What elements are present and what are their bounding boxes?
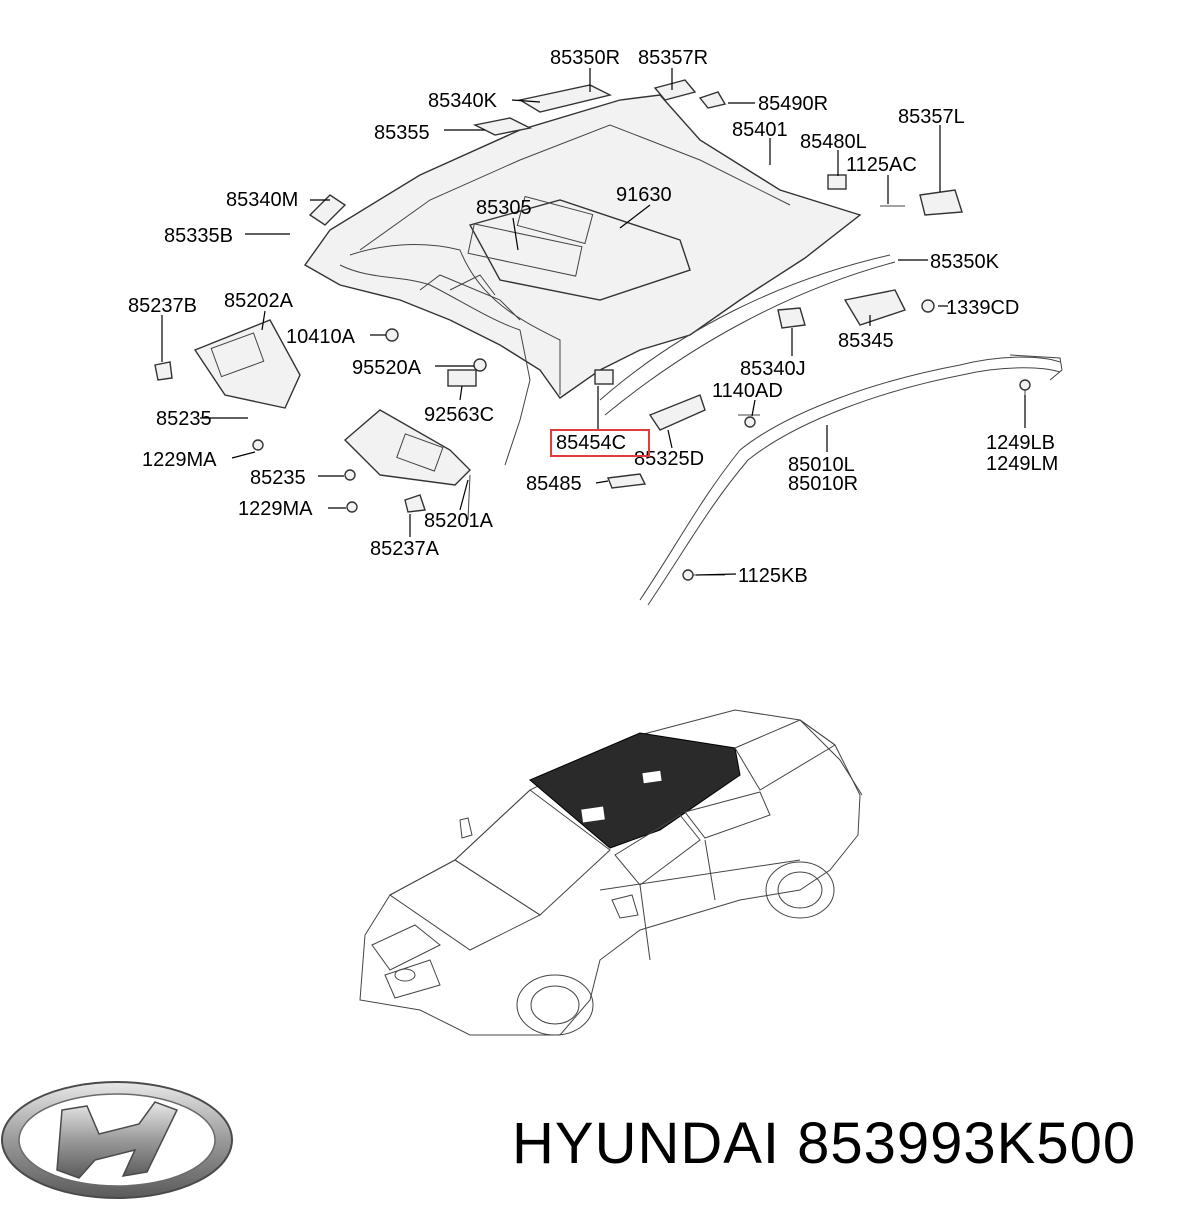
part-label-1125KB: 1125KB [738,565,808,587]
part-label-85480L: 85480L [800,131,867,153]
part-label-1249LB: 1249LB [986,432,1055,454]
part-label-85490R: 85490R [758,93,828,115]
part-label-85454C: 85454C [556,432,626,454]
headliner-drawing [303,94,862,466]
part-label-85401: 85401 [732,119,788,141]
part-label-85345: 85345 [838,330,894,352]
part-label-85010L: 85010L [788,454,855,476]
part-label-85357L: 85357L [898,106,965,128]
part-label-1229MA-upper: 1229MA [142,449,217,471]
part-label-85335B: 85335B [164,225,233,247]
part-label-85340M: 85340M [226,189,298,211]
sun-visor-front-drawing [154,319,301,409]
part-label-85350R: 85350R [550,47,620,69]
dome-light-rear [653,79,697,101]
part-label-85237B: 85237B [128,295,197,317]
side-trim-drawing [594,254,906,489]
part-label-85201A: 85201A [424,510,494,532]
leader-lines [161,68,1026,576]
part-label-85340J: 85340J [740,358,806,380]
brand-part-number: HYUNDAI 853993K500 [512,1111,1137,1176]
part-label-85357R: 85357R [638,47,708,69]
part-label-85340K: 85340K [428,90,498,112]
sun-visor-rear-drawing [343,409,471,521]
part-label-85202A: 85202A [224,290,294,312]
part-label-85355: 85355 [374,122,430,144]
part-label-1140AD: 1140AD [712,380,783,402]
part-labels: 85350R 85357R 85340K 85490R 85355 85401 … [128,47,1058,587]
part-label-10410A: 10410A [286,326,356,348]
part-label-85010R: 85010R [788,473,858,495]
part-label-95520A: 95520A [352,357,422,379]
part-label-1339CD: 1339CD [946,297,1019,319]
fasteners-drawing [252,299,1031,581]
part-label-85237A: 85237A [370,538,440,560]
part-label-91630: 91630 [616,184,672,206]
part-label-1125AC: 1125AC [846,154,917,176]
part-label-85325D: 85325D [634,448,704,470]
part-label-85235-upper: 85235 [156,408,212,430]
highlight-box-85454C [550,429,650,457]
hyundai-logo-icon [1,1081,233,1199]
part-label-85350K: 85350K [930,251,1000,273]
car-illustration [359,709,863,1036]
grab-handles-drawing [308,79,963,226]
part-label-92563C: 92563C [424,404,494,426]
part-label-85305: 85305 [476,197,532,219]
headliner-center-panel [468,199,691,301]
part-label-85235-lower: 85235 [250,467,306,489]
part-label-85485: 85485 [526,473,582,495]
part-label-1249LM: 1249LM [986,453,1058,475]
part-label-1229MA-lower: 1229MA [238,498,313,520]
